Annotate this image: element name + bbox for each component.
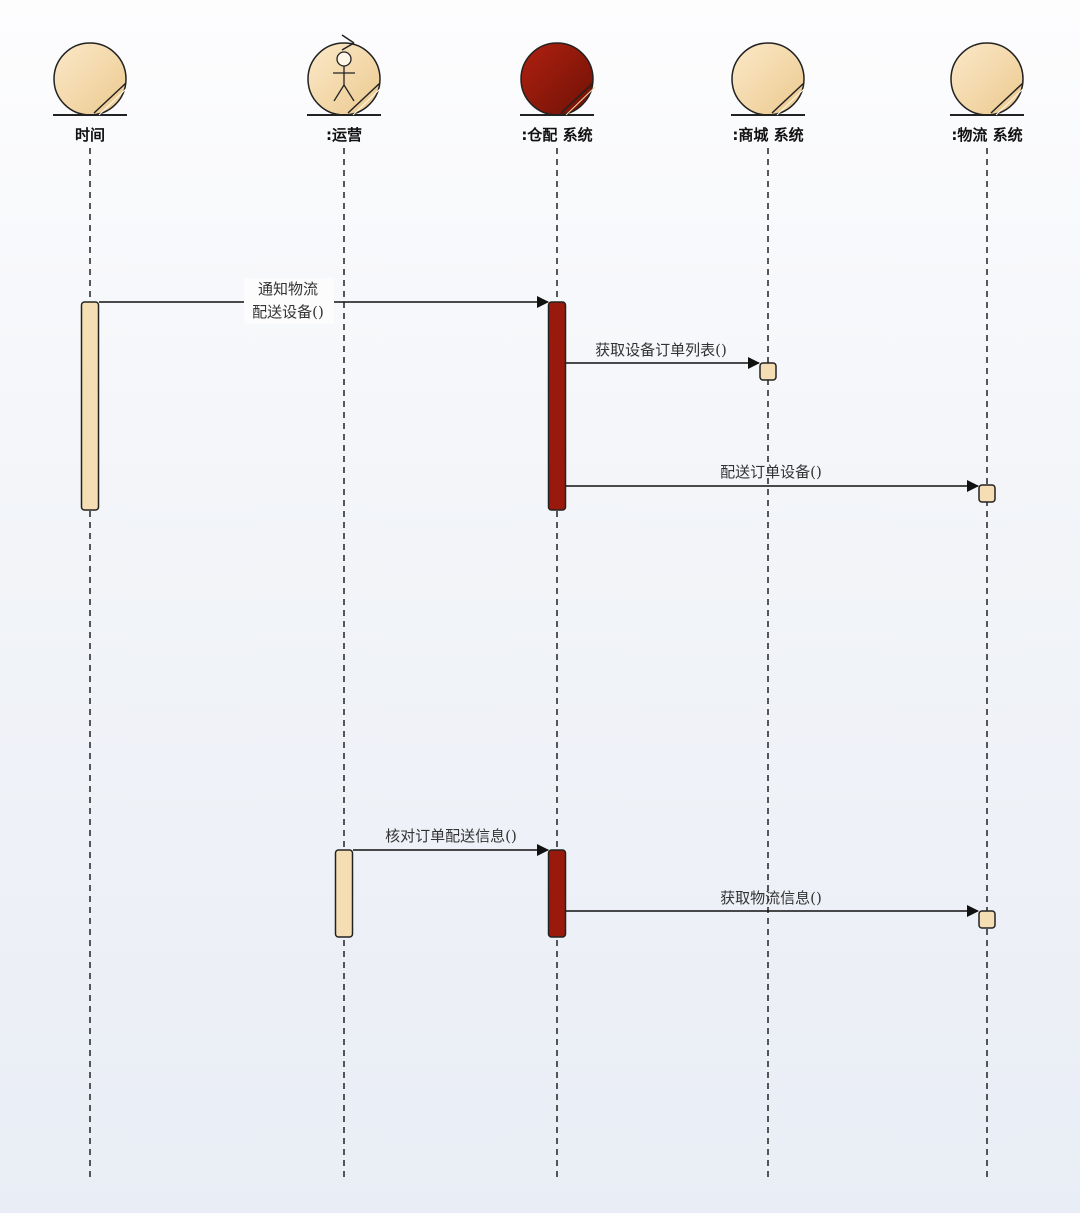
activation-bar-wms: [547, 301, 567, 511]
activation-bar-wms: [547, 849, 567, 938]
activation-bar-ops: [334, 849, 354, 938]
message-label: 核对订单配送信息(): [385, 827, 517, 845]
control-icon: [520, 42, 596, 116]
activation-bar-time: [80, 301, 100, 511]
participant-name: :运营: [326, 126, 362, 144]
message-arrow[interactable]: 配送订单设备(): [566, 463, 979, 492]
message-label: 配送设备(): [252, 303, 324, 321]
participant-mall[interactable]: :商城 系统: [731, 42, 807, 144]
message-arrow[interactable]: 获取物流信息(): [566, 889, 979, 917]
activation-bar-logistics: [978, 484, 996, 503]
participant-name: :商城 系统: [732, 126, 803, 144]
actor-figure-icon: [333, 51, 355, 102]
timer-control-icon: [53, 42, 129, 116]
message-arrow[interactable]: 核对订单配送信息(): [353, 827, 549, 856]
participant-wms[interactable]: :仓配 系统: [520, 42, 596, 144]
participant-time[interactable]: 时间: [53, 42, 129, 144]
message-label: 通知物流: [258, 280, 318, 298]
participant-name: :仓配 系统: [521, 126, 592, 144]
message-arrow[interactable]: 获取设备订单列表(): [566, 341, 760, 369]
participant-logistics[interactable]: :物流 系统: [950, 42, 1026, 144]
control-icon: [950, 42, 1026, 116]
participant-name: :物流 系统: [951, 126, 1022, 144]
message-label: 获取物流信息(): [720, 889, 822, 907]
label-background: [244, 278, 334, 324]
activation-bar-mall: [759, 362, 777, 381]
message-label: 获取设备订单列表(): [595, 341, 727, 359]
activation-bar-logistics: [978, 910, 996, 929]
message-label: 配送订单设备(): [720, 463, 822, 481]
actor-boundary-icon: [307, 34, 383, 116]
participant-ops[interactable]: :运营: [307, 34, 383, 144]
participant-name: 时间: [75, 126, 105, 144]
control-icon: [731, 42, 807, 116]
